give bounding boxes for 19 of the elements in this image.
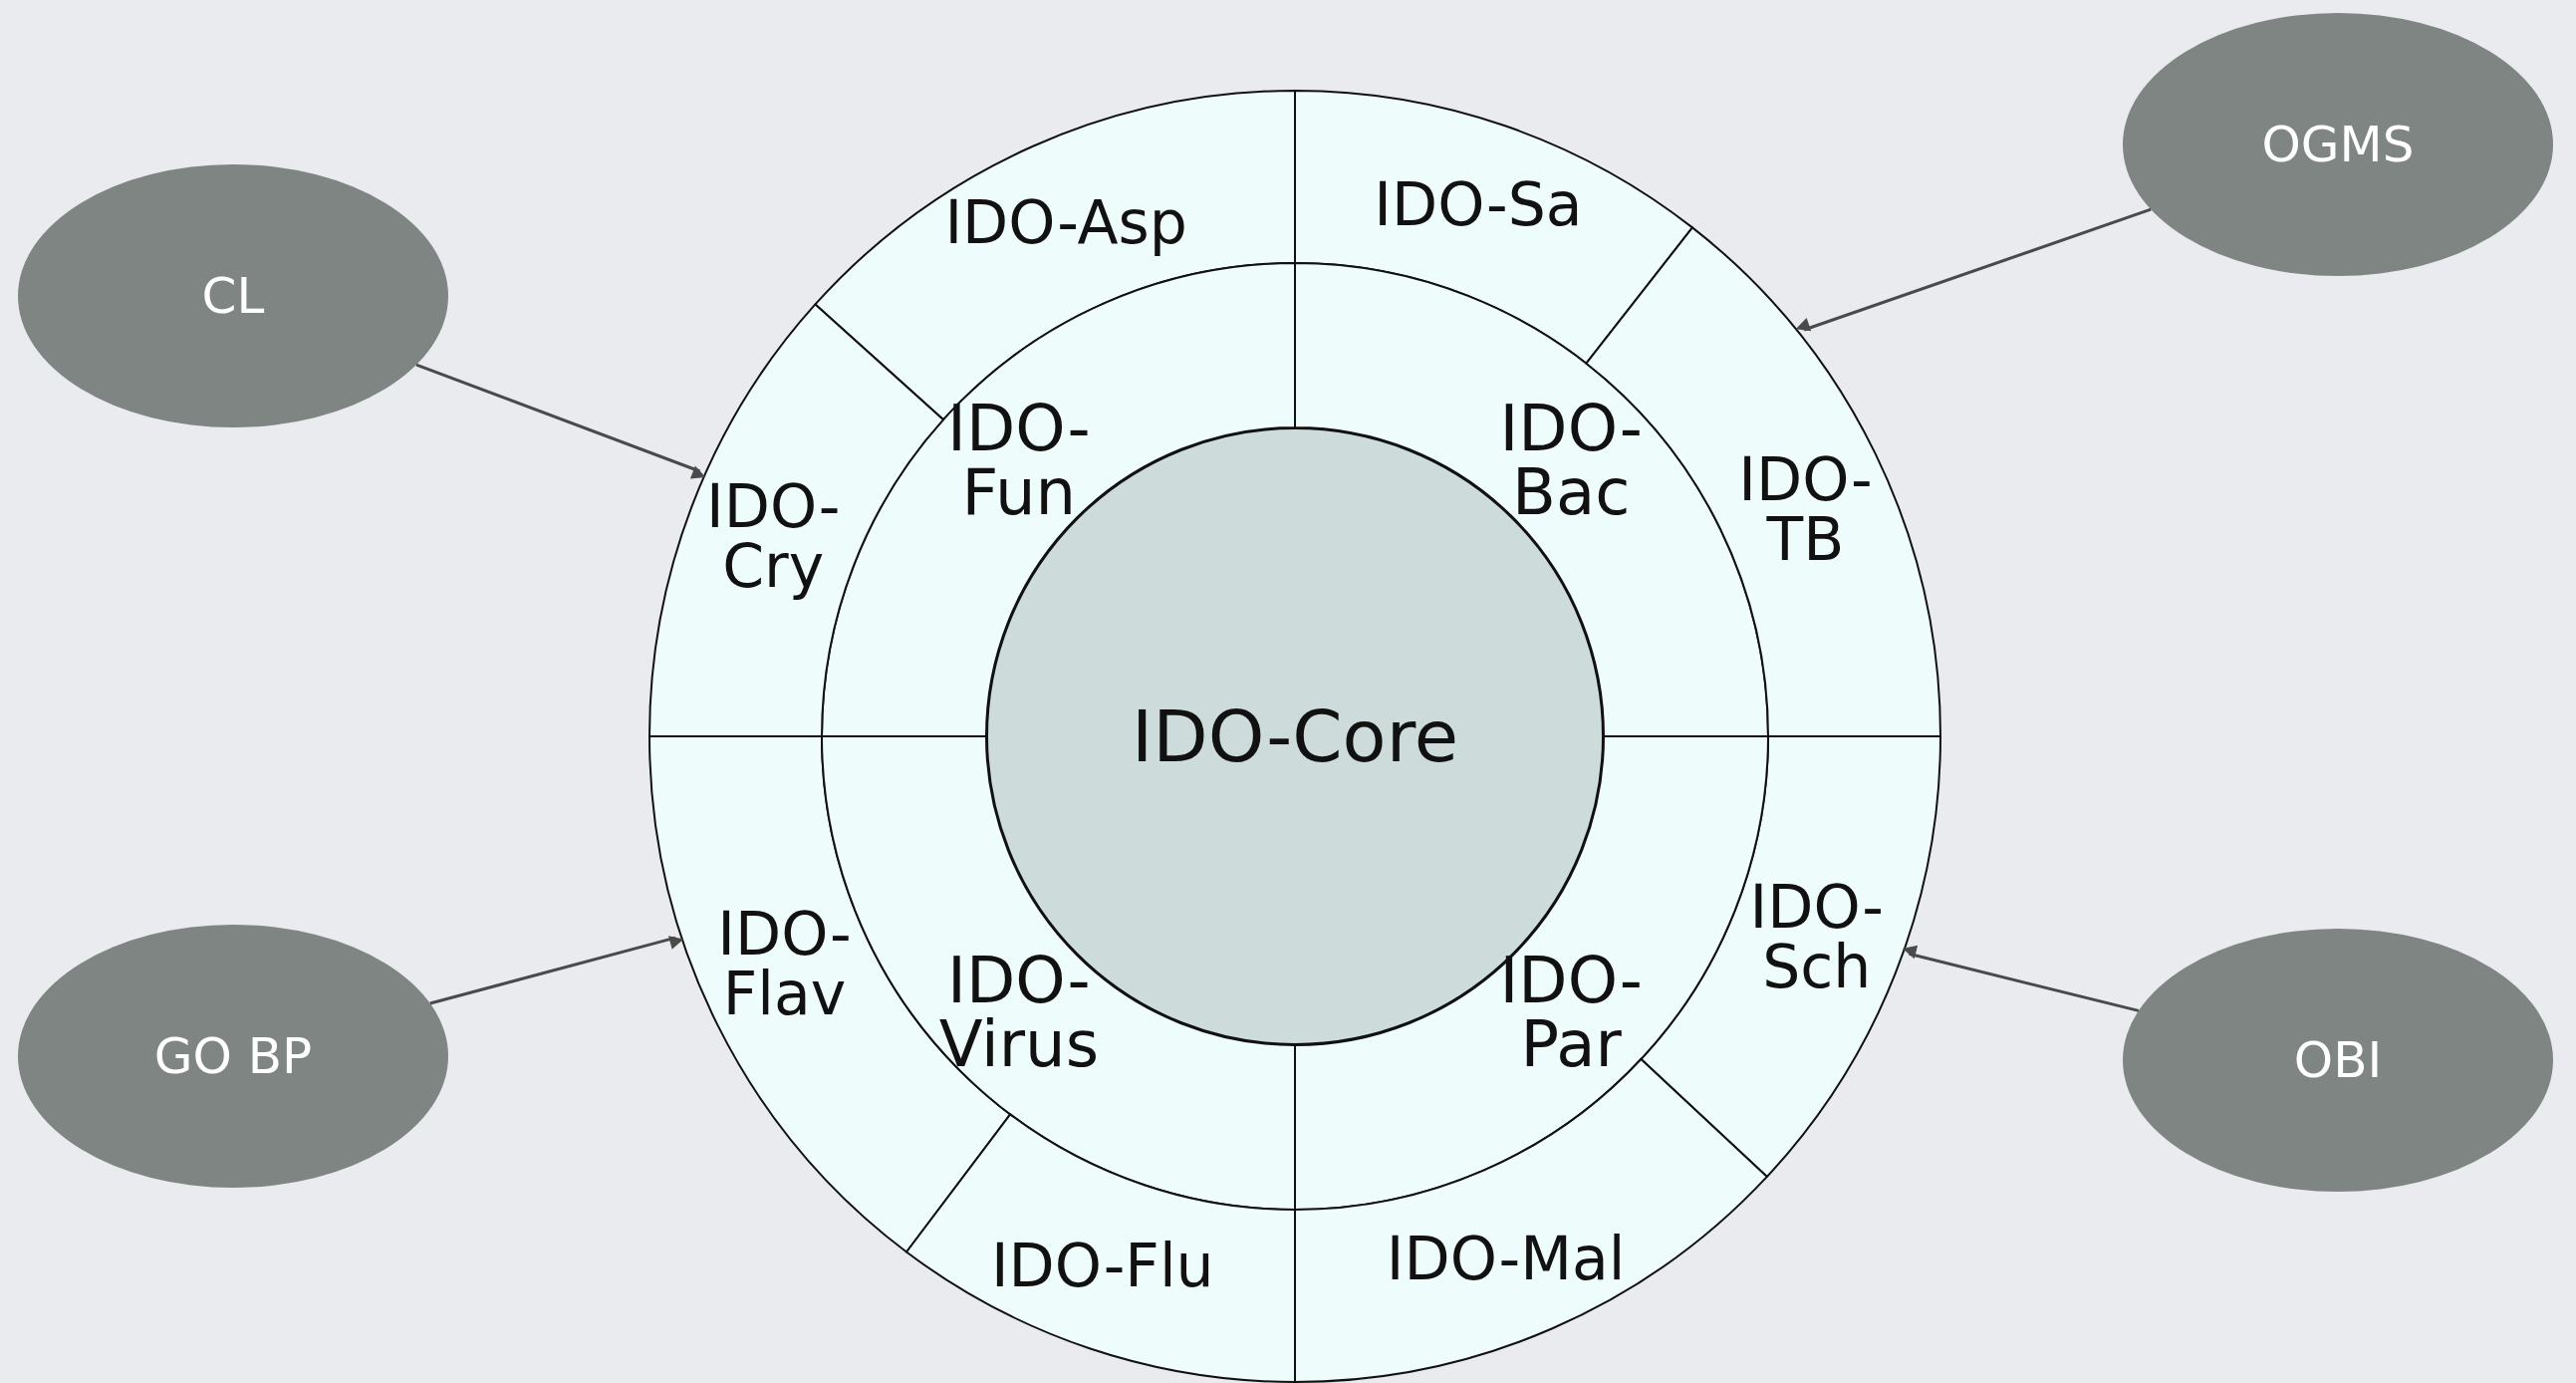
arrow bbox=[1795, 207, 2152, 332]
ontology-label: IDO- Virus bbox=[937, 949, 1100, 1077]
ontology-label: IDO- Sch bbox=[1748, 877, 1885, 997]
ontology-label: IDO- Flav bbox=[716, 904, 853, 1024]
ontology-label: IDO- TB bbox=[1737, 448, 1874, 569]
ontology-label: GO BP bbox=[153, 1027, 313, 1085]
ontology-label: IDO- Par bbox=[1498, 949, 1644, 1077]
arrow bbox=[415, 363, 706, 479]
ontology-label: IDO-Flu bbox=[989, 1235, 1215, 1295]
arrow bbox=[429, 936, 684, 1005]
ontology-label: IDO-Mal bbox=[1385, 1228, 1627, 1288]
ontology-label: IDO-Sa bbox=[1373, 173, 1584, 234]
ontology-label: CL bbox=[201, 267, 265, 325]
ontology-label: OGMS bbox=[2261, 116, 2415, 173]
ontology-label: IDO- Fun bbox=[946, 396, 1092, 524]
ontology-label: IDO-Core bbox=[1132, 694, 1458, 778]
arrow bbox=[1902, 945, 2140, 1012]
ontology-label: IDO- Bac bbox=[1498, 396, 1644, 524]
ontology-label: OBI bbox=[2293, 1031, 2383, 1089]
